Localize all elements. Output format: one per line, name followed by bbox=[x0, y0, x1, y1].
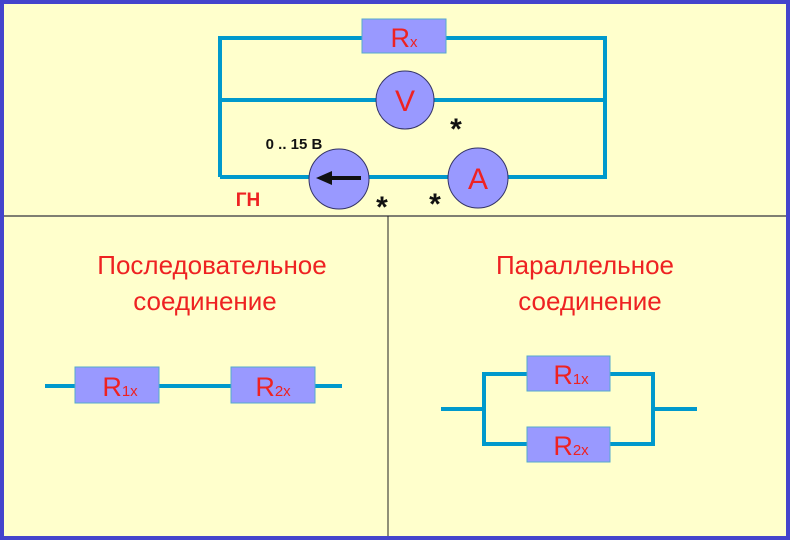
ammeter: A bbox=[447, 147, 509, 209]
resistor-rx-label: Rx bbox=[391, 23, 419, 53]
series-resistor-r1: R1x bbox=[74, 366, 160, 404]
resistor-rx: Rx bbox=[361, 18, 447, 54]
series-resistor-r2: R2x bbox=[230, 366, 316, 404]
wire-right bbox=[445, 36, 607, 179]
parallel-wires bbox=[441, 372, 697, 446]
series-title-line2: соединение bbox=[133, 286, 277, 316]
parallel-resistor-r1: R1x bbox=[526, 355, 611, 392]
voltmeter: V bbox=[375, 70, 435, 130]
series-resistor-r2-body bbox=[230, 366, 316, 404]
source-polarity-mark: * bbox=[376, 191, 388, 224]
source-range-label: 0 .. 15 В bbox=[266, 136, 323, 153]
voltmeter-label: V bbox=[395, 85, 415, 118]
ammeter-label: A bbox=[468, 163, 488, 196]
parallel-resistor-r2: R2x bbox=[526, 426, 611, 463]
parallel-resistor-r1-body bbox=[526, 355, 611, 392]
parallel-title-line2: соединение bbox=[518, 286, 662, 316]
resistor-rx-body bbox=[361, 18, 447, 54]
parallel-resistor-r1-label: R1x bbox=[553, 360, 589, 390]
series-resistor-r2-label: R2x bbox=[255, 372, 291, 402]
measurement-circuit: Rx V * 0 .. 15 В ГН * A * bbox=[218, 18, 607, 224]
parallel-panel: Параллельное соединение R1x R2x bbox=[441, 250, 697, 463]
series-resistor-r1-label: R1x bbox=[102, 372, 138, 402]
parallel-resistor-r2-label: R2x bbox=[553, 431, 589, 461]
voltage-source bbox=[308, 148, 370, 210]
series-panel: Последовательное соединение R1x R2x bbox=[45, 250, 342, 404]
ammeter-polarity-mark: * bbox=[429, 188, 441, 221]
voltmeter-polarity-mark: * bbox=[450, 113, 462, 146]
series-resistor-r1-body bbox=[74, 366, 160, 404]
parallel-resistor-r2-body bbox=[526, 426, 611, 463]
series-title-line1: Последовательное bbox=[97, 250, 326, 280]
wire-left-top bbox=[218, 36, 362, 177]
voltmeter-circle bbox=[375, 70, 435, 130]
arrow-left-icon bbox=[316, 171, 332, 185]
parallel-wire-left-branch bbox=[482, 372, 527, 446]
source-label: ГН bbox=[236, 190, 261, 211]
parallel-title-line1: Параллельное bbox=[496, 250, 674, 280]
circuit-wires bbox=[218, 36, 607, 179]
ammeter-circle bbox=[447, 147, 509, 209]
parallel-wire-right-branch bbox=[610, 372, 655, 446]
